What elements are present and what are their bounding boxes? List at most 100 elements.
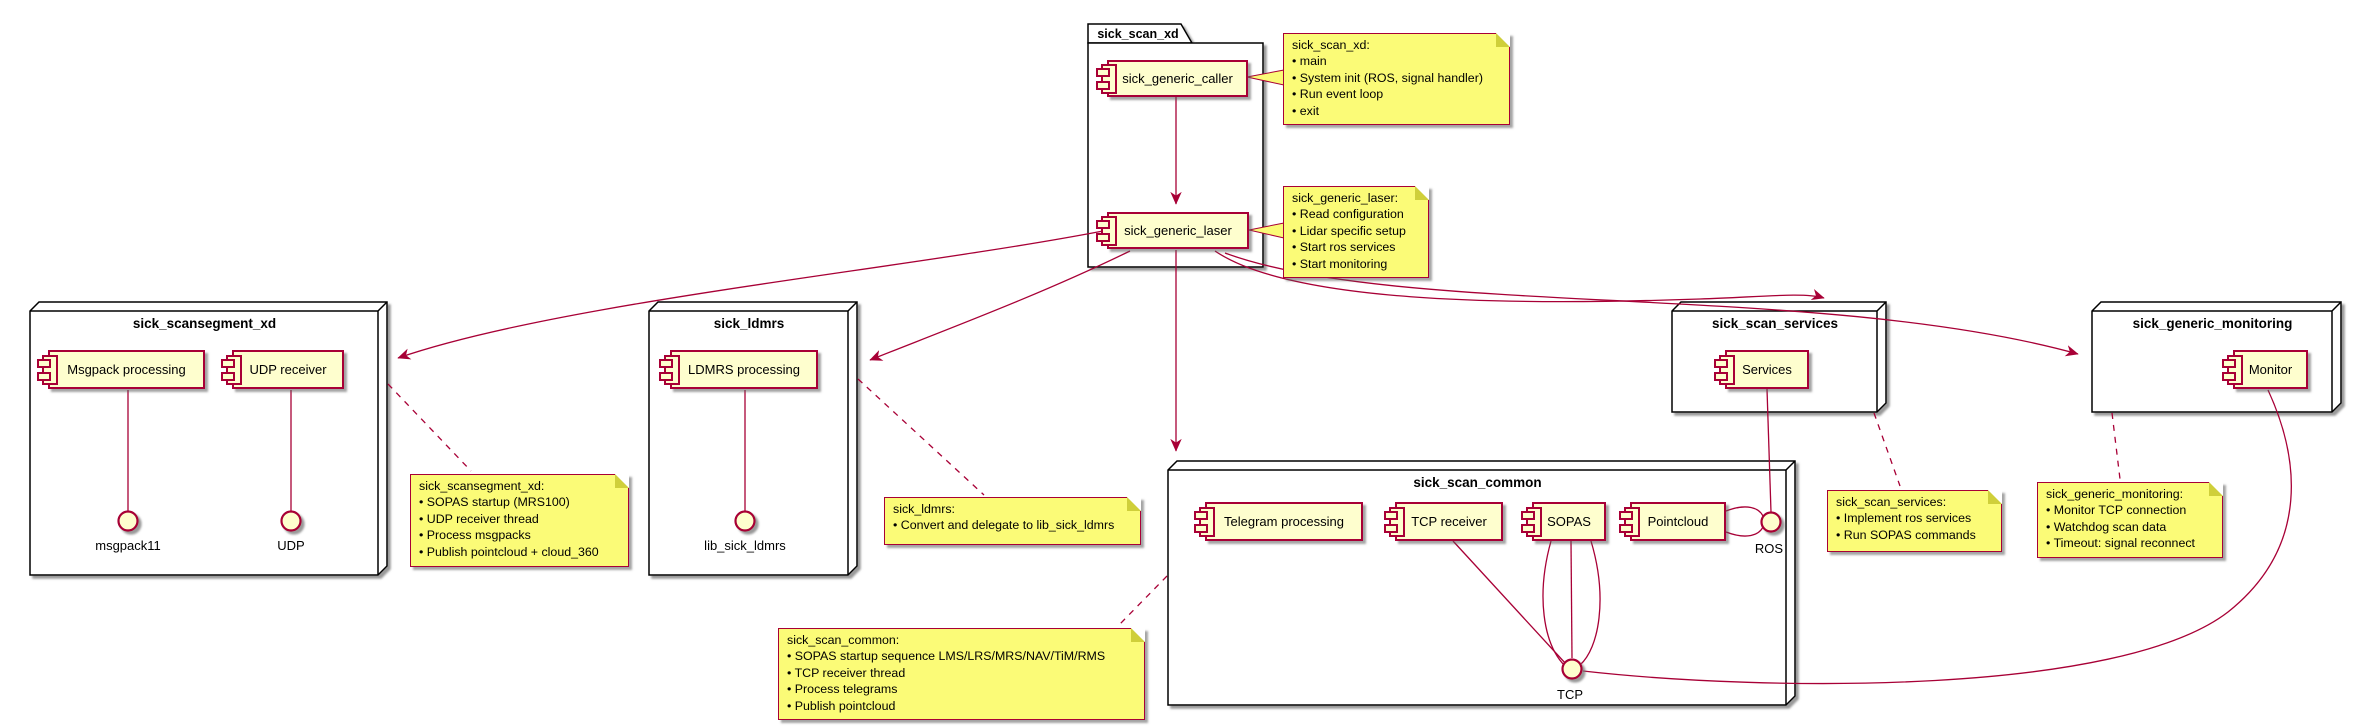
link-monitor-to-tcp	[1582, 389, 2292, 685]
node-title-ldmrs: sick_ldmrs	[713, 316, 785, 331]
interface-label-ros: ROS	[1754, 541, 1784, 556]
note-sick-scan-xd: sick_scan_xd: main System init (ROS, sig…	[1283, 33, 1510, 126]
component-label: TCP receiver	[1411, 514, 1487, 529]
component-icon	[1619, 506, 1640, 537]
note-title: sick_generic_laser:	[1292, 191, 1399, 205]
component-msgpack-processing: Msgpack processing	[37, 350, 205, 389]
note-bullet: Timeout: signal reconnect	[2046, 535, 2214, 551]
note-fold-icon	[2209, 482, 2223, 496]
note-fold-icon	[1988, 490, 2002, 504]
interface-links	[127, 388, 2292, 685]
node-title-monitoring: sick_generic_monitoring	[2132, 316, 2293, 331]
component-icon	[221, 354, 242, 385]
note-bullet: Publish pointcloud	[787, 698, 1136, 714]
component-udp-receiver: UDP receiver	[221, 350, 344, 389]
component-telegram-processing: Telegram processing	[1194, 502, 1363, 541]
link-pointcloud-to-ros-lower	[1725, 526, 1764, 537]
link-sopas-to-tcp-left	[1542, 540, 1566, 667]
component-icon	[1194, 506, 1215, 537]
notelink-scansegment	[387, 383, 472, 472]
component-pointcloud: Pointcloud	[1619, 502, 1726, 541]
interface-ros-circle	[1760, 511, 1782, 533]
component-sick-generic-laser: sick_generic_laser	[1096, 212, 1249, 249]
note-bullet: Process telegrams	[787, 681, 1136, 697]
package-title-sick-scan-xd: sick_scan_xd	[1097, 27, 1179, 41]
component-label: Services	[1742, 362, 1792, 377]
node-sick-scansegment-xd-shape	[29, 301, 388, 576]
edge-laser-to-scansegment	[397, 230, 1104, 360]
link-pointcloud-to-ros-upper	[1725, 506, 1764, 517]
note-sick-scansegment-xd: sick_scansegment_xd: SOPAS startup (MRS1…	[410, 474, 629, 567]
component-label: Pointcloud	[1647, 514, 1709, 529]
note-title: sick_scansegment_xd:	[419, 479, 545, 493]
component-icon	[1096, 63, 1117, 94]
link-sopas-to-tcp-mid	[1570, 540, 1573, 659]
note-fold-icon	[615, 474, 629, 488]
edge-laser-to-services	[1214, 250, 1825, 303]
component-label: Telegram processing	[1224, 514, 1344, 529]
component-services: Services	[1714, 350, 1809, 389]
component-label: LDMRS processing	[688, 362, 800, 377]
component-sopas: SOPAS	[1521, 502, 1606, 541]
component-label: Monitor	[2248, 362, 2293, 377]
note-fold-icon	[1496, 33, 1510, 47]
link-sopas-to-tcp-right	[1579, 540, 1601, 666]
note-bullet: main	[1292, 53, 1501, 69]
notelink-services	[1873, 412, 1901, 487]
component-label: Msgpack processing	[67, 362, 186, 377]
note-bullet: TCP receiver thread	[787, 665, 1136, 681]
component-icon	[1096, 215, 1117, 246]
note-title: sick_scan_services:	[1836, 495, 1947, 509]
note-bullet: exit	[1292, 103, 1501, 119]
note-fold-icon	[1131, 628, 1145, 642]
note-bullet: Start monitoring	[1292, 256, 1420, 272]
note-title: sick_ldmrs:	[893, 502, 955, 516]
note-sick-scan-services: sick_scan_services: Implement ros servic…	[1827, 490, 2002, 552]
interface-label-lib-sick-ldmrs: lib_sick_ldmrs	[704, 538, 786, 553]
link-tcpreceiver-to-tcp	[1452, 540, 1567, 665]
note-fold-icon	[1415, 186, 1429, 200]
note-title: sick_scan_xd:	[1292, 38, 1370, 52]
note-bullet: UDP receiver thread	[419, 511, 620, 527]
component-ldmrs-processing: LDMRS processing	[659, 350, 818, 389]
component-monitor: Monitor	[2222, 350, 2308, 389]
interface-lib-sick-ldmrs-circle	[734, 510, 756, 532]
notelink-monitoring	[2111, 412, 2121, 480]
note-bullet: SOPAS startup sequence LMS/LRS/MRS/NAV/T…	[787, 648, 1136, 664]
node-title-common: sick_scan_common	[1413, 475, 1542, 490]
note-bullet: Watchdog scan data	[2046, 519, 2214, 535]
note-title: sick_scan_common:	[787, 633, 900, 647]
note-bullet: System init (ROS, signal handler)	[1292, 70, 1501, 86]
interface-circles	[117, 510, 1782, 680]
note-bullet: SOPAS startup (MRS100)	[419, 494, 620, 510]
node-sick-ldmrs-shape	[648, 301, 858, 576]
interface-msgpack11-circle	[117, 510, 139, 532]
component-icon	[1714, 354, 1735, 385]
interface-udp-circle	[280, 510, 302, 532]
notelink-common	[1118, 575, 1168, 626]
note-sick-scan-common: sick_scan_common: SOPAS startup sequence…	[778, 628, 1145, 721]
component-icon	[1521, 506, 1542, 537]
note-bullet: Read configuration	[1292, 206, 1420, 222]
note-bullet: Lidar specific setup	[1292, 223, 1420, 239]
note-sick-ldmrs: sick_ldmrs: Convert and delegate to lib_…	[884, 497, 1141, 545]
note-bullet: Implement ros services	[1836, 510, 1993, 526]
note-bullet: Monitor TCP connection	[2046, 502, 2214, 518]
node-sick-scan-common-shape	[1167, 460, 1796, 706]
component-tcp-receiver: TCP receiver	[1384, 502, 1503, 541]
component-label: sick_generic_laser	[1124, 223, 1232, 238]
note-bullet: Run SOPAS commands	[1836, 527, 1993, 543]
note-title: sick_generic_monitoring:	[2046, 487, 2184, 501]
note-fold-icon	[1127, 497, 1141, 511]
note-bullet: Run event loop	[1292, 86, 1501, 102]
note-bullet: Publish pointcloud + cloud_360	[419, 544, 620, 560]
component-sick-generic-caller: sick_generic_caller	[1096, 60, 1248, 97]
node-title-services: sick_scan_services	[1711, 316, 1839, 331]
component-icon	[2222, 354, 2243, 385]
link-services-to-ros	[1766, 388, 1772, 513]
node-title-scansegment: sick_scansegment_xd	[132, 316, 277, 331]
note-sick-generic-laser: sick_generic_laser: Read configuration L…	[1283, 186, 1429, 279]
note-sick-generic-monitoring: sick_generic_monitoring: Monitor TCP con…	[2037, 482, 2223, 558]
